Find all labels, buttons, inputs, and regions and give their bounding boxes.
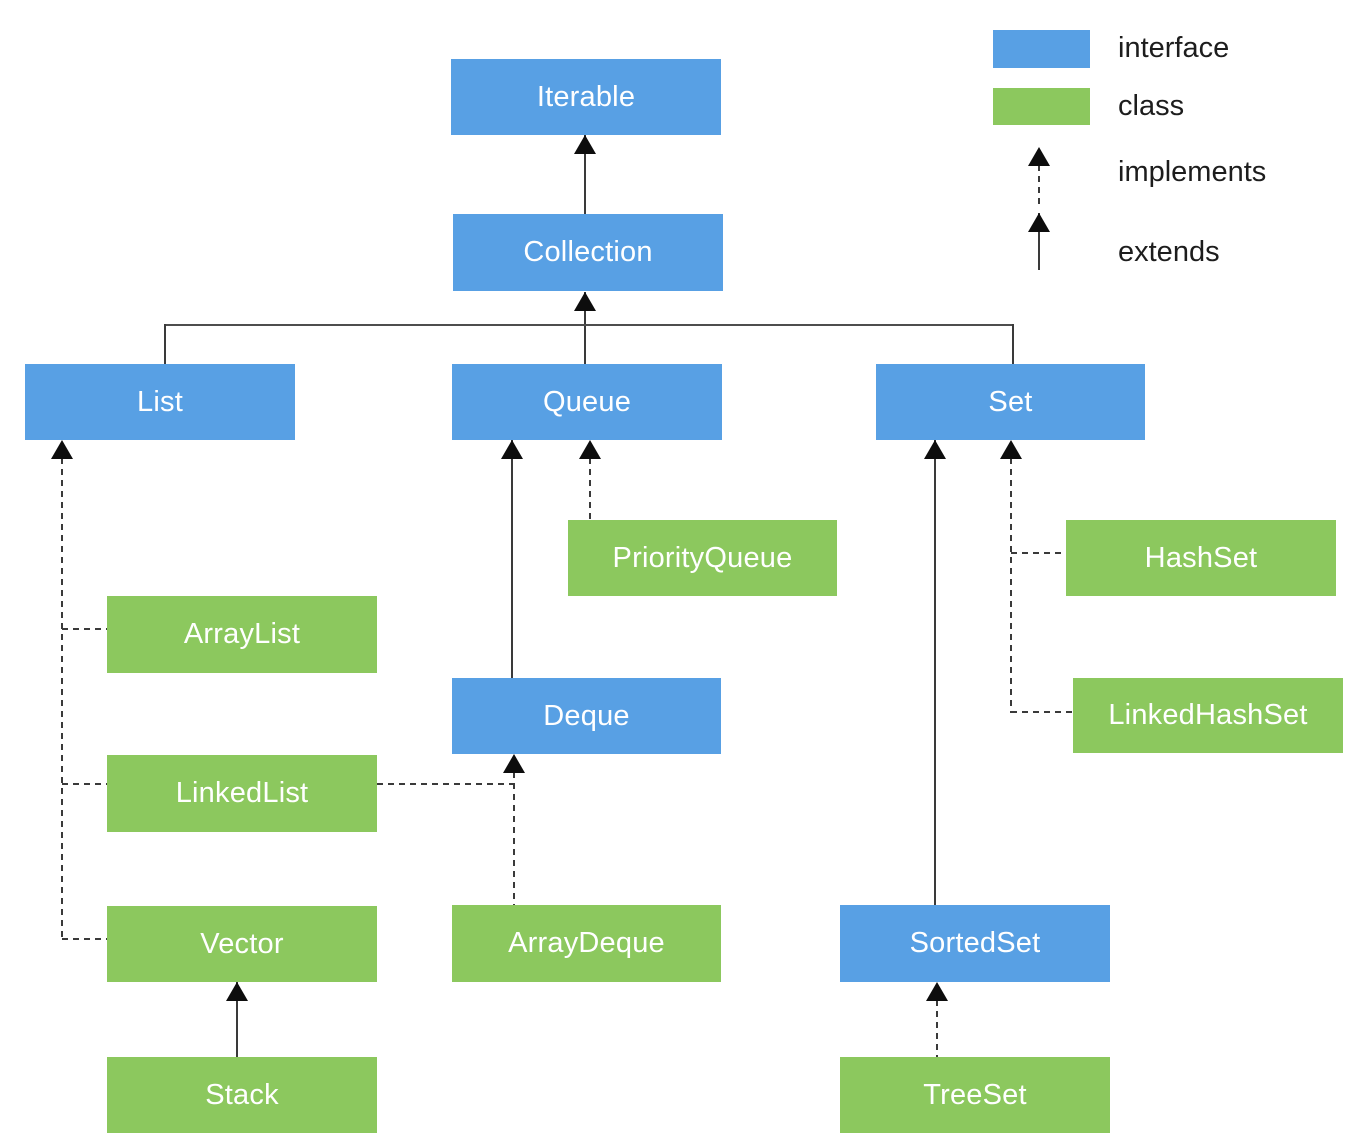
edge-trunk-horizontal (164, 324, 1014, 326)
node-label: SortedSet (909, 927, 1041, 959)
implements-arrowhead-icon (1028, 147, 1050, 166)
legend-implements-label: implements (1118, 155, 1267, 188)
node-label: Iterable (536, 80, 636, 113)
edge-arraylist-branch (62, 628, 107, 630)
node-label: PriorityQueue (612, 541, 793, 574)
node-stack: Stack (107, 1057, 377, 1133)
node-list: List (25, 364, 295, 440)
extends-arrowhead-icon (574, 135, 596, 154)
edge-sortedset-extends-set (934, 440, 936, 905)
edge-set-stub (1012, 324, 1014, 364)
extends-arrowhead-icon (226, 982, 248, 1001)
node-deque: Deque (452, 678, 721, 754)
legend-extends-label: extends (1118, 235, 1220, 268)
legend-class-label: class (1118, 89, 1185, 122)
node-sortedset: SortedSet (840, 905, 1110, 982)
legend-implements-arrow (1038, 165, 1040, 205)
edge-linkedlist-branch (62, 783, 107, 785)
node-label: TreeSet (923, 1078, 1027, 1111)
node-label: Deque (543, 699, 630, 732)
node-label: ArrayDeque (508, 927, 665, 959)
edge-implements-list-trunk (61, 458, 63, 940)
node-linkedlist: LinkedList (107, 755, 377, 832)
legend-interface-label: interface (1118, 31, 1230, 64)
node-label: Set (988, 385, 1033, 418)
edge-priorityqueue-implements-queue (589, 458, 591, 520)
node-iterable: Iterable (451, 59, 721, 135)
node-collection: Collection (453, 214, 723, 291)
node-label: HashSet (1144, 541, 1258, 574)
edge-vector-branch (62, 938, 108, 940)
node-label: Queue (542, 385, 632, 418)
node-label: LinkedHashSet (1108, 699, 1308, 731)
extends-arrowhead-icon (924, 440, 946, 459)
edge-implements-deque-trunk (513, 772, 515, 905)
node-priorityqueue: PriorityQueue (568, 520, 837, 596)
legend-extends-arrow (1038, 213, 1040, 270)
edge-implements-set-trunk (1010, 458, 1012, 713)
edge-hashset-branch (1011, 552, 1066, 554)
node-label: Collection (523, 236, 653, 268)
node-label: LinkedList (175, 777, 309, 809)
implements-arrowhead-icon (503, 754, 525, 773)
extends-arrowhead-icon (501, 440, 523, 459)
node-linkedhashset: LinkedHashSet (1073, 678, 1343, 753)
implements-arrowhead-icon (51, 440, 73, 459)
legend-interface-swatch (993, 30, 1090, 68)
node-label: ArrayList (183, 618, 301, 650)
extends-arrowhead-icon (1028, 213, 1050, 232)
node-treeset: TreeSet (840, 1057, 1110, 1133)
implements-arrowhead-icon (926, 982, 948, 1001)
node-hashset: HashSet (1066, 520, 1336, 596)
edge-trunk-to-collection (584, 292, 586, 364)
edge-treeset-implements-sortedset (936, 1000, 938, 1057)
edge-collection-extends-iterable (584, 135, 586, 215)
implements-arrowhead-icon (579, 440, 601, 459)
edge-linkedhashset-branch (1011, 711, 1073, 713)
edge-deque-extends-queue (511, 440, 513, 679)
edge-linkedlist-to-deque-branch (377, 783, 514, 785)
node-label: Vector (200, 927, 284, 960)
node-set: Set (876, 364, 1145, 440)
node-arraylist: ArrayList (107, 596, 377, 673)
edge-list-stub (164, 324, 166, 364)
extends-arrowhead-icon (574, 292, 596, 311)
node-label: List (137, 385, 183, 418)
implements-arrowhead-icon (1000, 440, 1022, 459)
node-arraydeque: ArrayDeque (452, 905, 721, 982)
edge-stack-extends-vector (236, 982, 238, 1057)
legend-class-swatch (993, 88, 1090, 125)
node-queue: Queue (452, 364, 722, 440)
node-label: Stack (205, 1078, 279, 1111)
node-vector: Vector (107, 906, 377, 982)
